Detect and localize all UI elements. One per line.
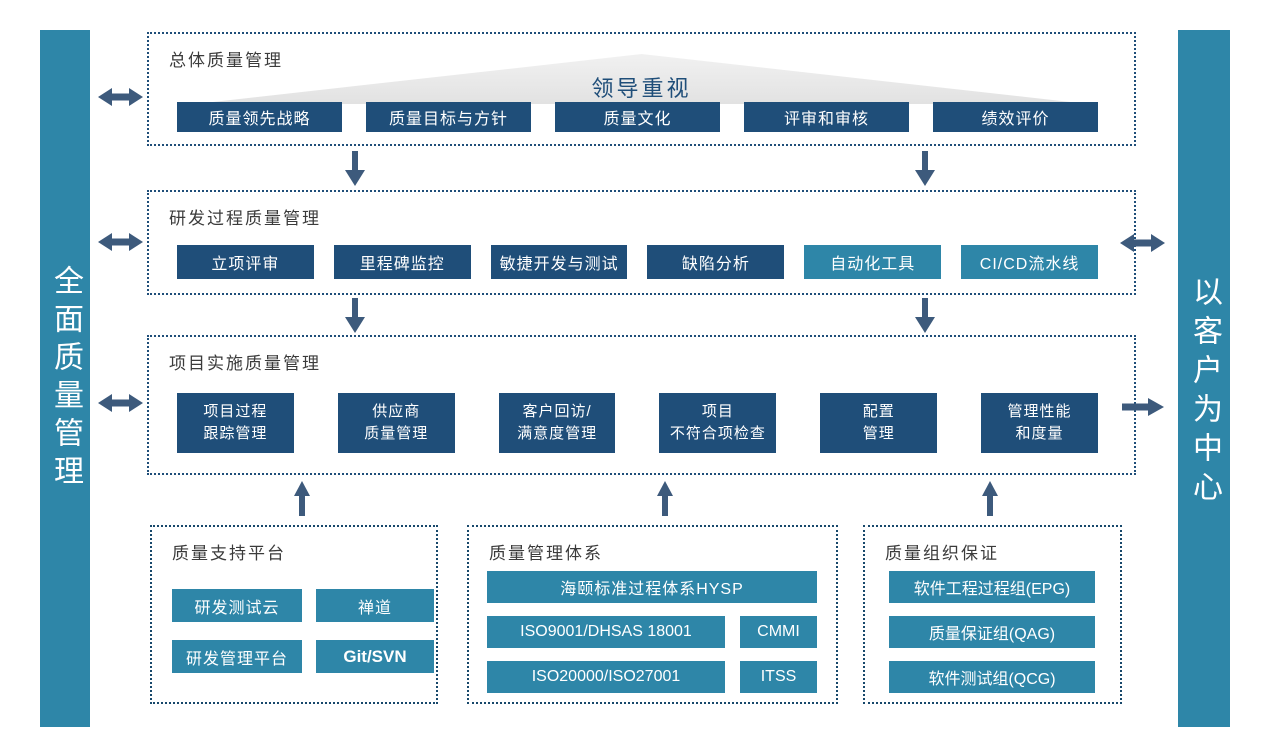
diagram-block: 立项评审 (177, 245, 314, 279)
diagram-block: 绩效评价 (933, 102, 1098, 132)
panel-title: 总体质量管理 (169, 51, 283, 70)
block-line: 项目过程 (203, 402, 268, 420)
up-arrow-icon (294, 481, 310, 516)
right-arrow-icon (1122, 394, 1164, 420)
platform-grid: 研发测试云 禅道 研发管理平台 Git/SVN (172, 589, 434, 673)
leadership-triangle: 领导重视 (195, 54, 1088, 104)
diagram-block: 里程碑监控 (333, 245, 471, 279)
overall-block-row: 质量领先战略 质量目标与方针 质量文化 评审和审核 绩效评价 (177, 102, 1098, 132)
up-arrow-icon (657, 481, 673, 516)
diagram-block: 研发测试云 (172, 589, 302, 622)
left-sidebar-total-quality: 全面质量管理 (40, 30, 90, 727)
right-sidebar-label: 以客户为中心 (1188, 275, 1221, 510)
block-line: 满意度管理 (517, 425, 598, 442)
diagram-block: 海颐标准过程体系HYSP (487, 571, 817, 603)
diagram-block: 评审和审核 (744, 102, 909, 132)
diagram-block: 质量保证组(QAG) (889, 616, 1095, 648)
panel-quality-system: 质量管理体系 海颐标准过程体系HYSP ISO9001/DHSAS 18001 … (467, 525, 838, 704)
panel-overall-quality: 总体质量管理 领导重视 质量领先战略 质量目标与方针 质量文化 评审和审核 绩效… (147, 32, 1136, 146)
block-line: 跟踪管理 (203, 425, 268, 442)
diagram-block: 项目 不符合项检查 (659, 393, 777, 453)
diagram-block: 质量目标与方针 (366, 102, 531, 132)
down-arrow-icon (915, 151, 935, 187)
left-right-arrow-icon (1120, 230, 1165, 256)
left-right-arrow-icon (98, 390, 143, 416)
right-sidebar-customer-centric: 以客户为中心 (1178, 30, 1230, 727)
diagram-block: 管理性能 和度量 (981, 393, 1098, 453)
block-line: 管理性能 (1007, 402, 1072, 420)
diagram-block: 缺陷分析 (647, 245, 785, 279)
diagram-block: 软件工程过程组(EPG) (889, 571, 1095, 603)
diagram-block: 项目过程 跟踪管理 (177, 393, 294, 453)
block-line: 质量管理 (364, 425, 429, 442)
panel-title: 质量管理体系 (489, 544, 603, 563)
diagram-block: 敏捷开发与测试 (490, 245, 628, 279)
organization-list: 软件工程过程组(EPG) 质量保证组(QAG) 软件测试组(QCG) (889, 571, 1095, 693)
diagram-block: 禅道 (316, 589, 434, 622)
up-arrow-icon (982, 481, 998, 516)
block-line: 管理 (862, 425, 895, 442)
left-sidebar-label: 全面质量管理 (49, 264, 82, 493)
panel-quality-organization: 质量组织保证 软件工程过程组(EPG) 质量保证组(QAG) 软件测试组(QCG… (863, 525, 1122, 704)
diagram-block: 供应商 质量管理 (337, 393, 455, 453)
down-arrow-icon (915, 298, 935, 334)
diagram-block: CMMI (740, 616, 817, 648)
diagram-block: Git/SVN (316, 640, 434, 673)
diagram-block: 自动化工具 (804, 245, 942, 279)
system-grid: ISO9001/DHSAS 18001 CMMI ISO20000/ISO270… (487, 616, 817, 693)
block-line: 项目 (701, 402, 734, 420)
left-right-arrow-icon (98, 229, 143, 255)
diagram-block: ISO20000/ISO27001 (487, 661, 725, 693)
panel-project-quality: 项目实施质量管理 项目过程 跟踪管理 供应商 质量管理 客户回访/ 满意度管理 … (147, 335, 1136, 475)
diagram-block: 质量文化 (555, 102, 720, 132)
diagram-block: ISO9001/DHSAS 18001 (487, 616, 725, 648)
leadership-triangle-label: 领导重视 (591, 76, 692, 101)
diagram-block: 软件测试组(QCG) (889, 661, 1095, 693)
block-line: 不符合项检查 (669, 425, 766, 442)
panel-quality-platform: 质量支持平台 研发测试云 禅道 研发管理平台 Git/SVN (150, 525, 438, 704)
block-line: 和度量 (1015, 425, 1064, 442)
down-arrow-icon (345, 151, 365, 187)
block-line: 客户回访/ (522, 402, 592, 420)
diagram-block: ITSS (740, 661, 817, 693)
diagram-block: 配置 管理 (820, 393, 938, 453)
block-line: 供应商 (372, 402, 421, 420)
diagram-block: 客户回访/ 满意度管理 (498, 393, 616, 453)
project-block-row: 项目过程 跟踪管理 供应商 质量管理 客户回访/ 满意度管理 项目 不符合项检查… (177, 393, 1098, 453)
rd-block-row: 立项评审 里程碑监控 敏捷开发与测试 缺陷分析 自动化工具 CI/CD流水线 (177, 245, 1098, 279)
block-line: 配置 (862, 402, 895, 420)
diagram-block: 研发管理平台 (172, 640, 302, 673)
panel-title: 质量组织保证 (885, 544, 999, 563)
diagram-block: 质量领先战略 (177, 102, 342, 132)
panel-title: 研发过程质量管理 (169, 209, 321, 228)
panel-title: 质量支持平台 (172, 544, 286, 563)
down-arrow-icon (345, 298, 365, 334)
diagram-block: CI/CD流水线 (961, 245, 1098, 279)
panel-title: 项目实施质量管理 (169, 354, 321, 373)
panel-rd-process-quality: 研发过程质量管理 立项评审 里程碑监控 敏捷开发与测试 缺陷分析 自动化工具 C… (147, 190, 1136, 295)
left-right-arrow-icon (98, 84, 143, 110)
